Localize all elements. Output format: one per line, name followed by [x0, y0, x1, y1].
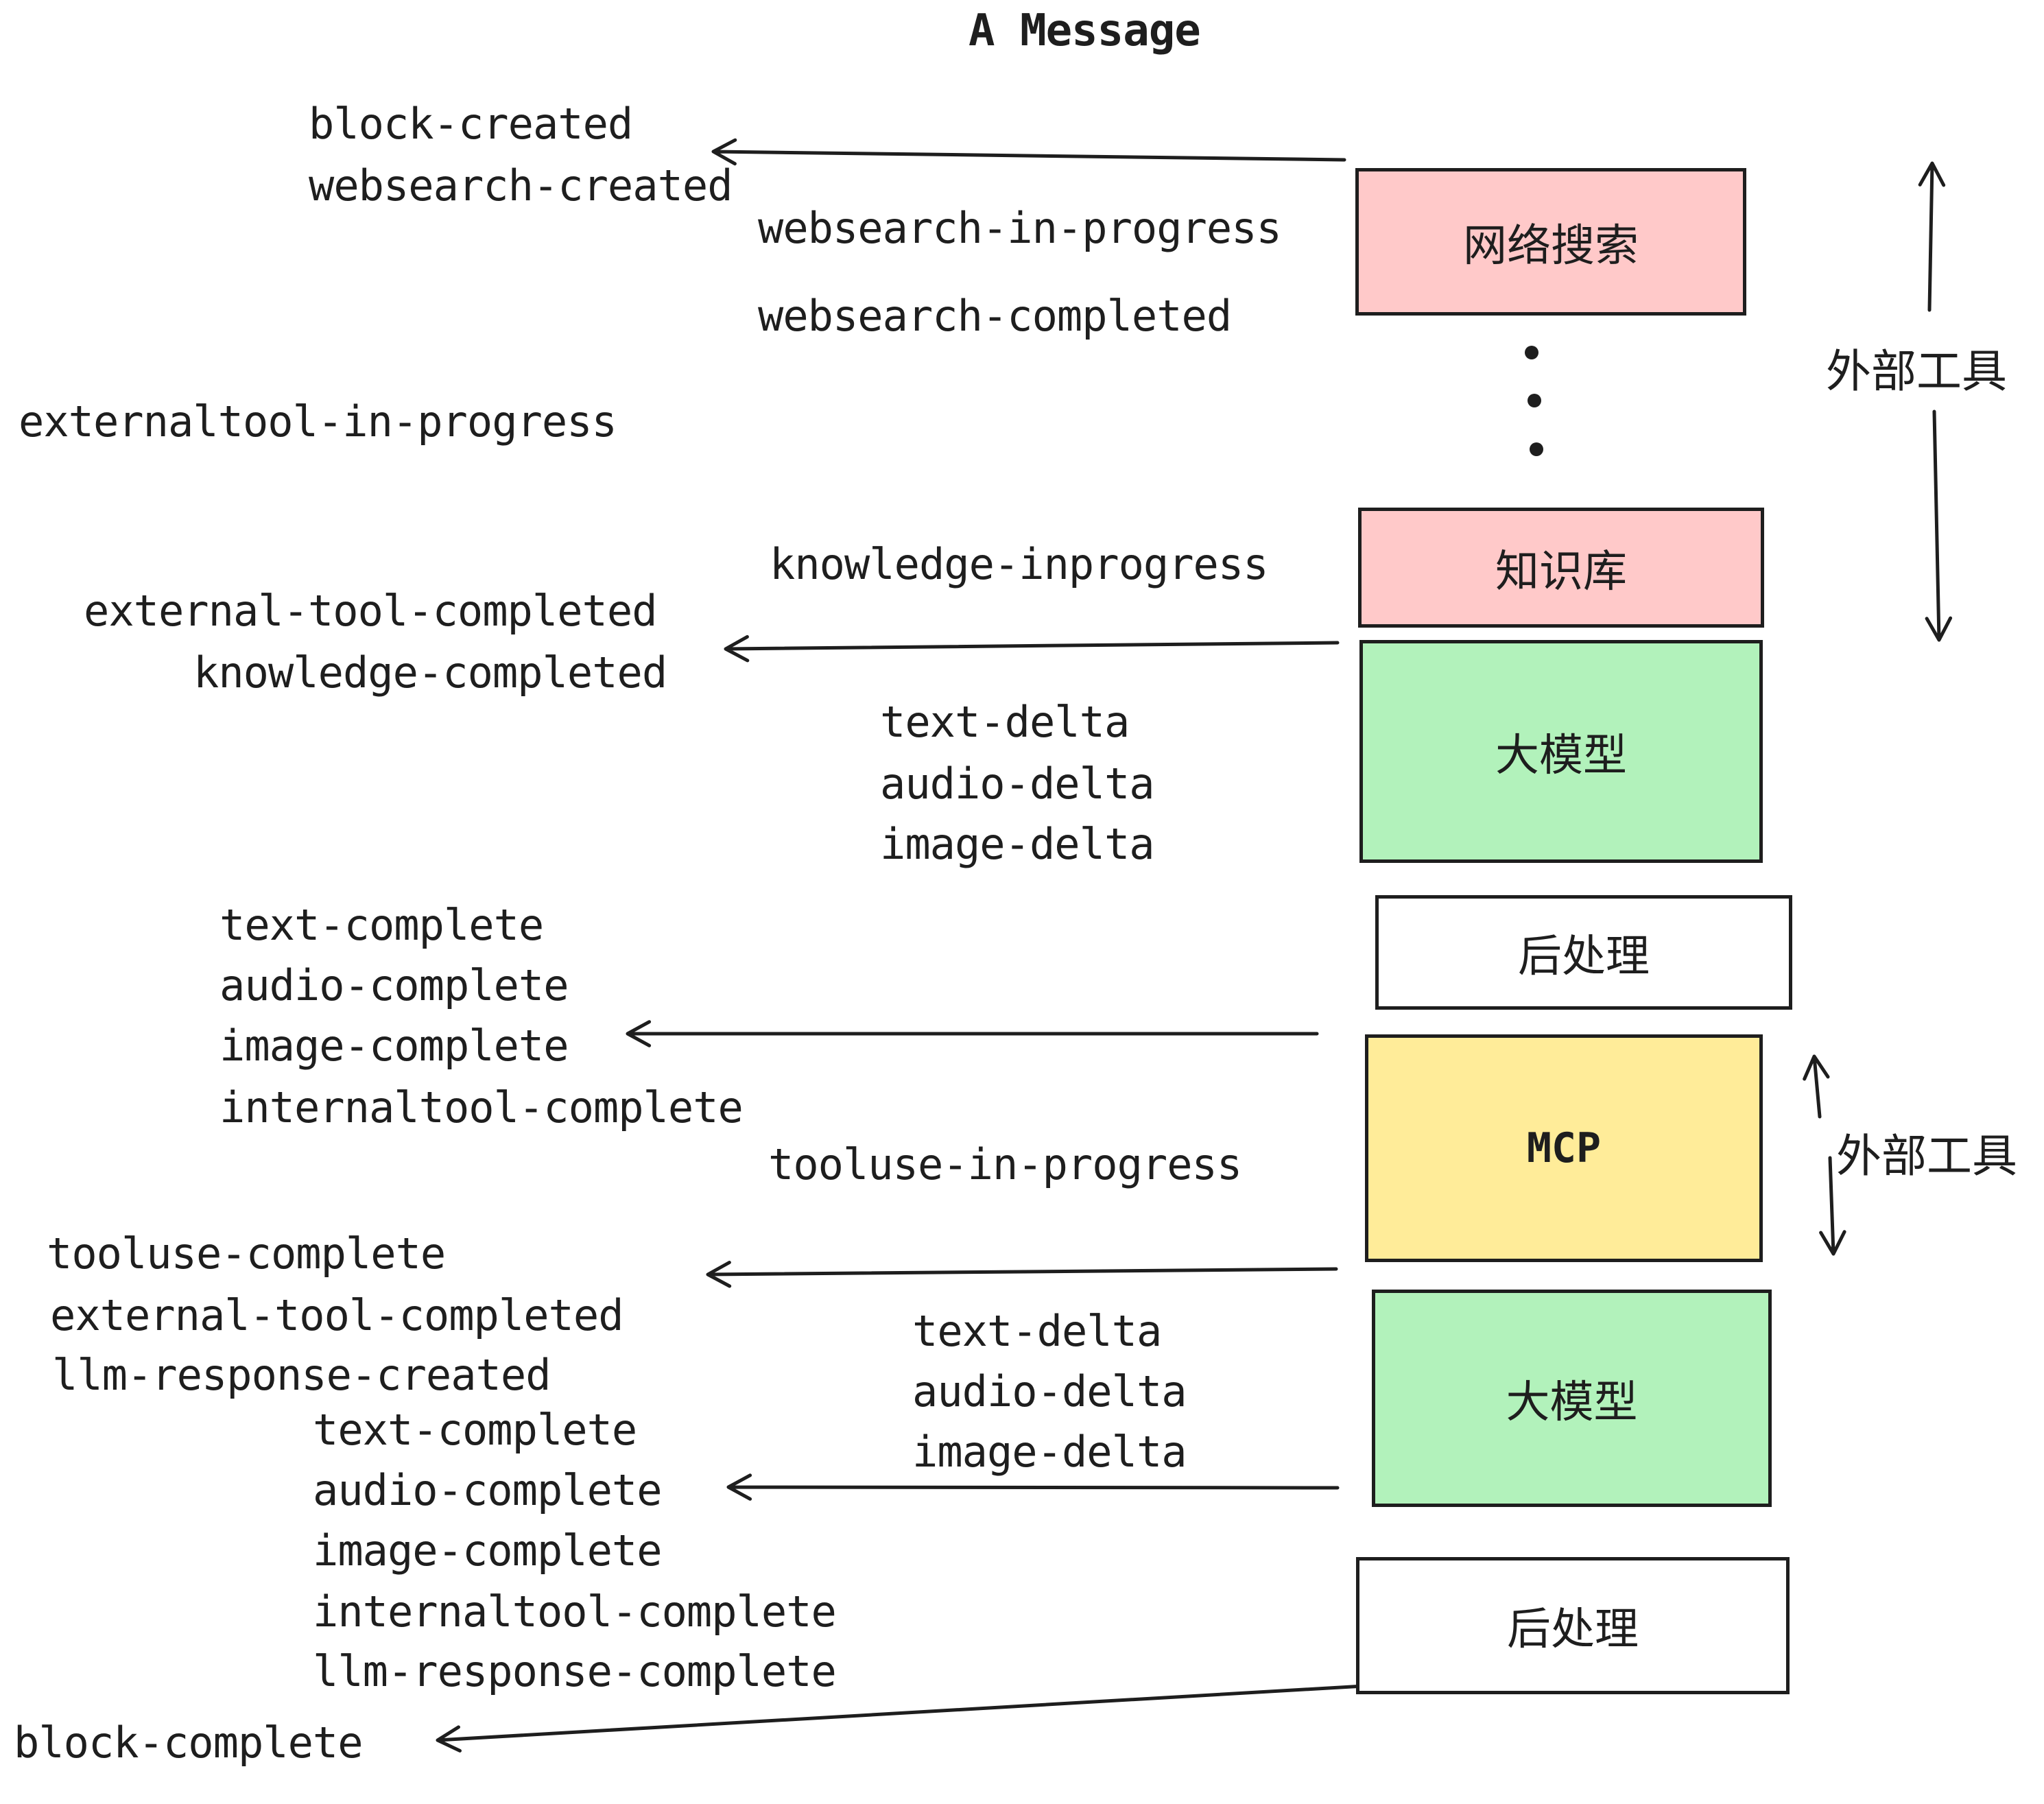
event-label-block-complete: block-complete — [14, 1718, 364, 1768]
box-knowledge-base-label: 知识库 — [1495, 546, 1627, 597]
annotation-external-tools-top: 外部工具 — [1826, 345, 2007, 398]
event-label-knowledge-inprogress: knowledge-inprogress — [770, 539, 1269, 589]
box-knowledge-base: 知识库 — [1358, 508, 1764, 628]
box-websearch-label: 网络搜索 — [1463, 220, 1639, 272]
box-llm-2: 大模型 — [1372, 1290, 1772, 1507]
event-label-image-complete: image-complete — [219, 1021, 569, 1071]
arrow — [1925, 410, 1953, 642]
event-label-knowledge-completed: knowledge-completed — [193, 648, 667, 698]
event-label-text-delta-2: text-delta — [912, 1306, 1162, 1356]
event-label-text-delta: text-delta — [880, 697, 1130, 747]
arrow — [711, 138, 1346, 166]
box-postprocess-1: 后处理 — [1375, 895, 1792, 1010]
box-postprocess-1-label: 后处理 — [1518, 931, 1650, 982]
arrow — [726, 1473, 1340, 1501]
box-postprocess-2: 后处理 — [1356, 1557, 1790, 1694]
ellipsis-dot — [1528, 394, 1541, 407]
event-label-audio-complete-2: audio-complete — [313, 1465, 663, 1515]
event-label-websearch-completed: websearch-completed — [758, 291, 1232, 341]
event-label-llm-response-created: llm-response-created — [52, 1350, 551, 1400]
event-label-internaltool-complete: internaltool-complete — [219, 1082, 744, 1132]
event-label-internaltool-complete-2: internaltool-complete — [313, 1587, 837, 1637]
arrow — [1803, 1054, 1830, 1119]
event-label-image-delta-2: image-delta — [912, 1427, 1187, 1477]
event-label-externaltool-in-progress: externaltool-in-progress — [19, 396, 617, 447]
arrow — [1918, 161, 1946, 312]
event-label-image-delta: image-delta — [880, 819, 1155, 869]
event-label-text-complete-2: text-complete — [313, 1405, 637, 1455]
event-label-llm-response-complete: llm-response-complete — [313, 1646, 837, 1696]
box-mcp-label: MCP — [1526, 1124, 1602, 1172]
box-llm-1-label: 大模型 — [1495, 730, 1627, 781]
arrow — [626, 1020, 1319, 1047]
box-llm-1: 大模型 — [1359, 640, 1763, 863]
ellipsis-dot — [1525, 346, 1538, 359]
event-label-image-complete-2: image-complete — [313, 1526, 663, 1576]
arrow — [724, 634, 1340, 663]
arrow — [706, 1261, 1338, 1288]
event-label-tooluse-in-progress: tooluse-in-progress — [768, 1139, 1242, 1189]
box-llm-2-label: 大模型 — [1506, 1377, 1638, 1428]
event-label-external-tool-completed: external-tool-completed — [84, 586, 658, 636]
box-mcp: MCP — [1365, 1034, 1763, 1262]
event-label-websearch-in-progress: websearch-in-progress — [758, 203, 1282, 253]
event-label-audio-delta: audio-delta — [880, 759, 1155, 809]
event-label-text-complete: text-complete — [219, 900, 544, 950]
box-postprocess-2-label: 后处理 — [1507, 1604, 1639, 1655]
annotation-external-tools-mcp: 外部工具 — [1836, 1130, 2017, 1183]
event-label-block-created: block-created — [309, 99, 633, 149]
arrow — [1819, 1156, 1846, 1256]
arrow — [436, 1684, 1366, 1753]
event-label-websearch-created: websearch-created — [309, 161, 733, 211]
ellipsis-dot — [1530, 442, 1543, 456]
event-label-tooluse-complete: tooluse-complete — [47, 1229, 446, 1279]
event-label-external-tool-completed-2: external-tool-completed — [50, 1290, 624, 1340]
box-websearch: 网络搜索 — [1355, 168, 1746, 316]
diagram-title: A Message — [968, 5, 1201, 56]
event-label-audio-complete: audio-complete — [219, 960, 569, 1010]
event-label-audio-delta-2: audio-delta — [912, 1366, 1187, 1416]
